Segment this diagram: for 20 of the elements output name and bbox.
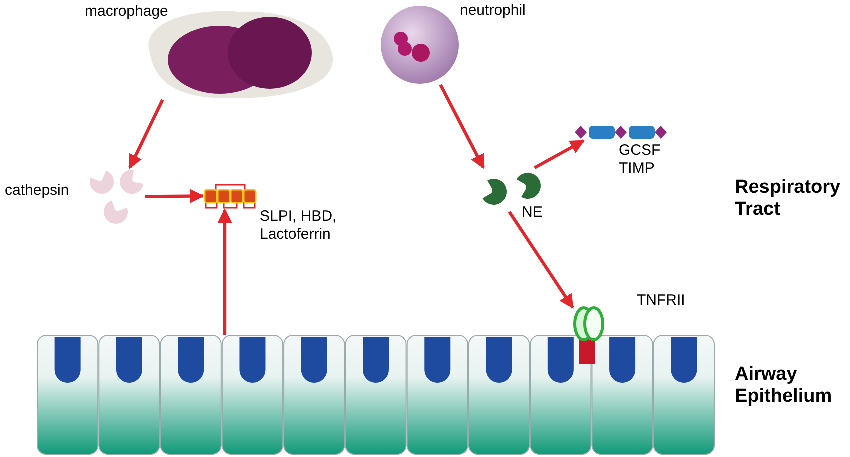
cell-label: GCSF TIMP — [619, 142, 662, 178]
cathepsin-drawing — [88, 168, 145, 226]
cell-label: SLPI, HBD, Lactoferrin — [260, 208, 338, 244]
region-label: Respiratory Tract — [735, 177, 842, 221]
cell-label: neutrophil — [460, 2, 527, 20]
arrow — [144, 189, 204, 204]
arrow — [218, 208, 232, 335]
cell-label: TNFRII — [637, 292, 686, 310]
cell-label: cathepsin — [5, 182, 70, 200]
epithelium-drawing — [37, 335, 715, 455]
cell-label: macrophage — [85, 3, 170, 21]
cell-label: NE — [522, 204, 544, 222]
protein-chain-drawing — [575, 124, 668, 141]
arrow — [534, 140, 585, 170]
cell-label: Airway Epithelium — [735, 364, 834, 408]
arrow — [439, 84, 486, 170]
arrow — [508, 211, 574, 310]
neutrophil-drawing — [380, 5, 460, 85]
protein-drawing — [203, 182, 258, 210]
arrow — [128, 99, 164, 170]
